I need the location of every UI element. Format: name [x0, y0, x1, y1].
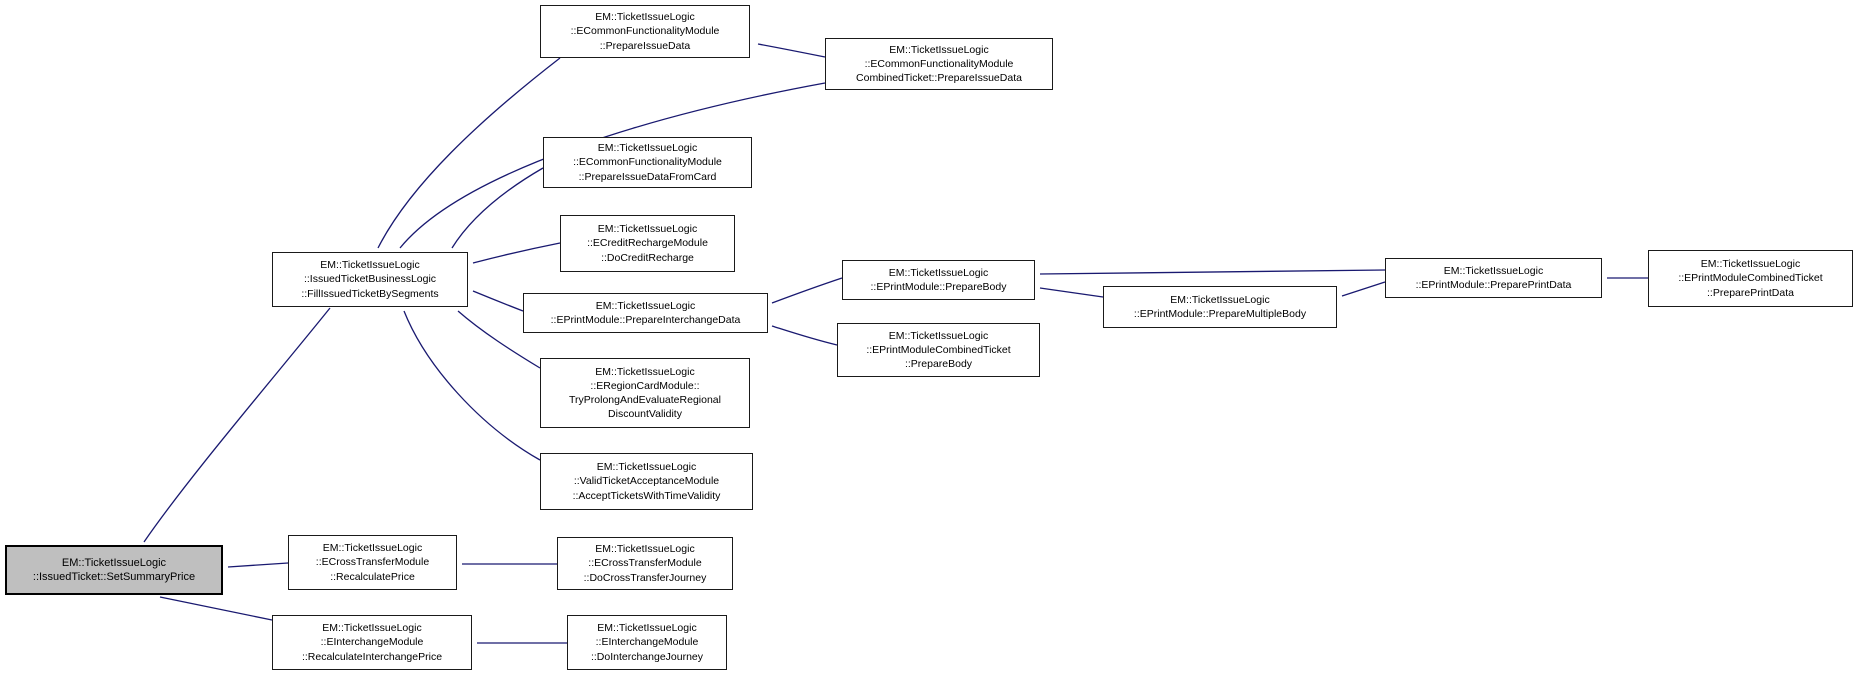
graph-node-label-line: EM::TicketIssueLogic — [597, 223, 698, 236]
graph-node-prepare-multiple-body[interactable]: EM::TicketIssueLogic::EPrintModule::Prep… — [1103, 286, 1337, 328]
graph-node-recalculate-interchange-price[interactable]: EM::TicketIssueLogic::EInterchangeModule… — [272, 615, 472, 670]
graph-node-label-line: ::FillIssuedTicketBySegments — [301, 287, 439, 300]
edge-do-credit-recharge--to--fill-issued-ticket-by-segments — [472, 242, 561, 264]
graph-node-label-line: EM::TicketIssueLogic — [322, 542, 423, 555]
graph-node-label-line: ::IssuedTicketBusinessLogic — [303, 273, 437, 286]
graph-node-label-line: ::PrepareIssueData — [599, 39, 691, 52]
graph-node-label-line: ::ECreditRechargeModule — [587, 237, 708, 250]
edge-prepare-body--to--prepare-interchange-data — [771, 277, 843, 304]
graph-node-label-line: ::PrepareBody — [904, 358, 973, 371]
edge-prepare-interchange-data--to--fill-issued-ticket-by-segments — [472, 290, 524, 312]
graph-node-do-cross-transfer-journey[interactable]: EM::TicketIssueLogic::ECrossTransferModu… — [557, 537, 733, 590]
graph-node-label-line: ::EPrintModuleCombinedTicket — [1678, 272, 1823, 285]
graph-node-prepare-interchange-data[interactable]: EM::TicketIssueLogic::EPrintModule::Prep… — [523, 293, 768, 333]
graph-node-fill-issued-ticket-by-segments[interactable]: EM::TicketIssueLogic::IssuedTicketBusine… — [272, 252, 468, 307]
graph-node-set-summary-price[interactable]: EM::TicketIssueLogic::IssuedTicket::SetS… — [5, 545, 223, 595]
graph-node-label-line: EM::TicketIssueLogic — [595, 299, 696, 312]
graph-node-label-line: EM::TicketIssueLogic — [1700, 258, 1801, 271]
graph-node-label-line: CombinedTicket::PrepareIssueData — [856, 72, 1022, 85]
edge-prepare-issue-data--to--fill-issued-ticket-by-segments — [377, 57, 561, 249]
edge-prepare-print-data--to--prepare-body — [1039, 269, 1386, 275]
graph-node-label-line: EM::TicketIssueLogic — [888, 266, 989, 279]
graph-node-label-line: ::EPrintModuleCombinedTicket — [866, 343, 1011, 356]
graph-node-prepare-body[interactable]: EM::TicketIssueLogic::EPrintModule::Prep… — [842, 260, 1035, 300]
edge-prepare-multiple-body--to--prepare-body — [1039, 287, 1104, 298]
graph-node-label-line: EM::TicketIssueLogic — [595, 543, 695, 556]
graph-node-label-line: DiscountValidity — [608, 408, 682, 421]
graph-node-label-line: ::PreparePrintData — [1707, 286, 1794, 299]
graph-node-label-line: EM::TicketIssueLogic — [888, 329, 989, 342]
graph-node-label-line: ::ERegionCardModule:: — [590, 379, 700, 392]
graph-node-label-line: EM::TicketIssueLogic — [1443, 264, 1544, 277]
graph-node-label-line: EM::TicketIssueLogic — [597, 142, 698, 155]
graph-node-label-line: ::RecalculatePrice — [330, 570, 415, 583]
edge-recalculate-price--to--set-summary-price — [227, 562, 289, 568]
edge-fill-issued-ticket-by-segments--to--set-summary-price — [143, 307, 331, 543]
graph-node-label-line: ::PrepareIssueDataFromCard — [578, 170, 717, 183]
graph-node-label-line: ::EInterchangeModule — [320, 636, 424, 649]
graph-node-label-line: TryProlongAndEvaluateRegional — [569, 394, 721, 406]
graph-node-label-line: ::AcceptTicketsWithTimeValidity — [572, 489, 721, 502]
graph-node-label-line: ::EPrintModule::PreparePrintData — [1415, 279, 1572, 291]
graph-node-label-line: ::ECommonFunctionalityModule — [570, 25, 720, 38]
graph-node-label-line: ::IssuedTicket::SetSummaryPrice — [32, 571, 196, 583]
graph-node-label-line: ::DoInterchangeJourney — [590, 650, 704, 663]
graph-node-recalculate-price[interactable]: EM::TicketIssueLogic::ECrossTransferModu… — [288, 535, 457, 590]
graph-node-label-line: ::ECommonFunctionalityModule — [573, 156, 722, 169]
graph-node-label-line: EM::TicketIssueLogic — [1170, 293, 1270, 306]
graph-node-label-line: EM::TicketIssueLogic — [595, 365, 695, 378]
graph-node-label-line: EM::TicketIssueLogic — [596, 461, 697, 474]
graph-node-label-line: ::DoCreditRecharge — [601, 251, 694, 264]
edge-prepare-print-data--to--prepare-multiple-body — [1341, 281, 1386, 297]
graph-node-do-credit-recharge[interactable]: EM::TicketIssueLogic::ECreditRechargeMod… — [560, 215, 735, 272]
graph-node-combined-prepare-body[interactable]: EM::TicketIssueLogic::EPrintModuleCombin… — [837, 323, 1040, 377]
graph-node-label-line: EM::TicketIssueLogic — [595, 11, 695, 24]
graph-node-label-line: ::ECommonFunctionalityModule — [864, 57, 1014, 70]
graph-node-label-line: ::EPrintModule::PrepareInterchangeData — [550, 314, 741, 326]
graph-node-prepare-issue-data-from-card[interactable]: EM::TicketIssueLogic::ECommonFunctionali… — [543, 137, 752, 188]
graph-node-label-line: ::EInterchangeModule — [595, 636, 699, 649]
graph-node-label-line: ::RecalculateInterchangePrice — [301, 650, 443, 663]
edge-accept-tickets-with-time-validity--to--fill-issued-ticket-by-segments — [403, 310, 541, 461]
graph-node-accept-tickets-with-time-validity[interactable]: EM::TicketIssueLogic::ValidTicketAccepta… — [540, 453, 753, 510]
graph-node-label-line: EM::TicketIssueLogic — [597, 622, 697, 635]
edge-prepare-issue-data-from-card--to--fill-issued-ticket-by-segments — [451, 167, 544, 249]
graph-node-label-line: ::ECrossTransferModule — [588, 557, 702, 570]
edge-combined-prepare-body--to--prepare-interchange-data — [771, 325, 838, 346]
graph-node-label-line: ::DoCrossTransferJourney — [583, 571, 707, 584]
graph-node-prepare-issue-data[interactable]: EM::TicketIssueLogic::ECommonFunctionali… — [540, 5, 750, 58]
edge-recalculate-interchange-price--to--set-summary-price — [159, 596, 273, 621]
graph-node-prepare-print-data[interactable]: EM::TicketIssueLogic::EPrintModule::Prep… — [1385, 258, 1602, 298]
graph-node-combined-prepare-issue-data[interactable]: EM::TicketIssueLogic::ECommonFunctionali… — [825, 38, 1053, 90]
graph-node-do-interchange-journey[interactable]: EM::TicketIssueLogic::EInterchangeModule… — [567, 615, 727, 670]
graph-node-try-prolong-regional-discount[interactable]: EM::TicketIssueLogic::ERegionCardModule:… — [540, 358, 750, 428]
graph-node-label-line: ::ECrossTransferModule — [315, 556, 430, 569]
graph-node-label-line: ::EPrintModule::PrepareMultipleBody — [1133, 308, 1307, 320]
graph-node-label-line: EM::TicketIssueLogic — [889, 43, 989, 56]
graph-node-label-line: ::EPrintModule::PrepareBody — [870, 281, 1007, 293]
graph-node-label-line: EM::TicketIssueLogic — [320, 259, 420, 272]
graph-node-label-line: ::ValidTicketAcceptanceModule — [573, 475, 720, 488]
graph-node-label-line: EM::TicketIssueLogic — [322, 622, 422, 635]
graph-node-combined-prepare-print-data[interactable]: EM::TicketIssueLogic::EPrintModuleCombin… — [1648, 250, 1853, 307]
edge-combined-prepare-issue-data--to--prepare-issue-data — [757, 43, 826, 58]
graph-node-label-line: EM::TicketIssueLogic — [61, 556, 167, 569]
